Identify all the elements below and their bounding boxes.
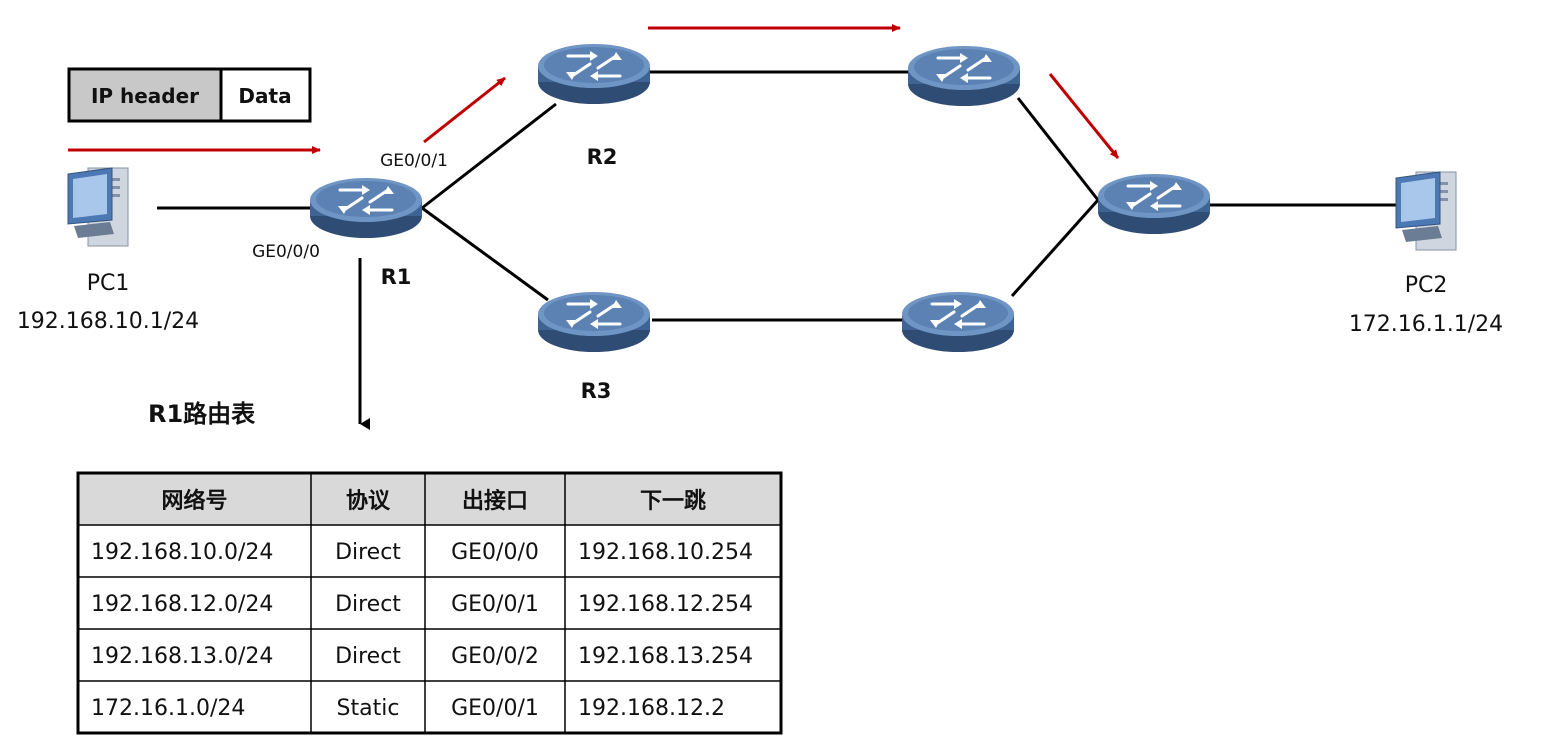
table-cell: 192.168.10.254: [578, 540, 753, 565]
router-r3: [536, 290, 652, 354]
ip-header-label: IP header: [91, 84, 199, 108]
r1-interface-left: GE0/0/0: [252, 242, 320, 262]
table-cell: Direct: [335, 540, 401, 565]
table-cell: GE0/0/2: [451, 644, 539, 669]
router-r5: [900, 290, 1016, 354]
pc1-ip: 192.168.10.1/24: [17, 309, 199, 334]
router-icon: [308, 176, 424, 240]
r1-interface-right: GE0/0/1: [380, 151, 448, 171]
table-cell: 172.16.1.0/24: [91, 696, 245, 721]
router-icon: [906, 44, 1022, 108]
pc1: [67, 167, 129, 247]
router-icon: [536, 42, 652, 106]
table-header-bg: [78, 473, 781, 525]
r2-label: R2: [587, 145, 618, 169]
table-header-cell: 协议: [346, 489, 391, 514]
link-r4-r6: [1016, 97, 1100, 201]
router-icon: [1096, 172, 1212, 236]
router-icon: [536, 290, 652, 354]
router-icon: [900, 290, 1016, 354]
router-r1: [308, 176, 424, 240]
data-cell: [219, 67, 312, 123]
table-cell: GE0/0/0: [451, 540, 539, 565]
table-header-cell: 出接口: [462, 489, 528, 514]
pc2: [1395, 171, 1457, 251]
link-r5-r6: [1010, 198, 1100, 298]
r1-label: R1: [381, 265, 412, 289]
table-cell: Direct: [335, 644, 401, 669]
table-cell: 192.168.12.0/24: [91, 592, 273, 617]
table-header-cell: 网络号: [161, 488, 227, 514]
routing-table-title: R1路由表: [148, 400, 256, 428]
arrow-icon: [1048, 73, 1120, 159]
pc2-ip: 172.16.1.1/24: [1349, 312, 1503, 337]
table-cell: GE0/0/1: [451, 696, 539, 721]
table-cell: 192.168.10.0/24: [91, 540, 273, 565]
link-r1-r3: [421, 206, 549, 302]
r3-label: R3: [581, 379, 612, 403]
packet-box: IP header Data: [67, 67, 312, 123]
data-label: Data: [238, 84, 291, 108]
table-cell: Static: [337, 696, 400, 721]
router-r6: [1096, 172, 1212, 236]
table-cell: Direct: [335, 592, 401, 617]
table-cell: 192.168.12.254: [578, 592, 753, 617]
table-cell: 192.168.13.254: [578, 644, 753, 669]
computer-icon: [67, 167, 129, 247]
router-r2: [536, 42, 652, 106]
table-cell: 192.168.12.2: [578, 696, 725, 721]
network-links: [157, 70, 1400, 322]
arrow-icon: [423, 76, 506, 144]
router-r4: [906, 44, 1022, 108]
table-cell: GE0/0/1: [451, 592, 539, 617]
table-cell: 192.168.13.0/24: [91, 644, 273, 669]
computer-icon: [1395, 171, 1457, 251]
pc1-name: PC1: [87, 271, 130, 296]
link-r1-r2: [421, 102, 557, 210]
table-header-cell: 下一跳: [640, 488, 706, 514]
traffic-arrows: [68, 24, 1120, 159]
pc2-name: PC2: [1405, 273, 1448, 298]
table-border: [76, 471, 783, 735]
